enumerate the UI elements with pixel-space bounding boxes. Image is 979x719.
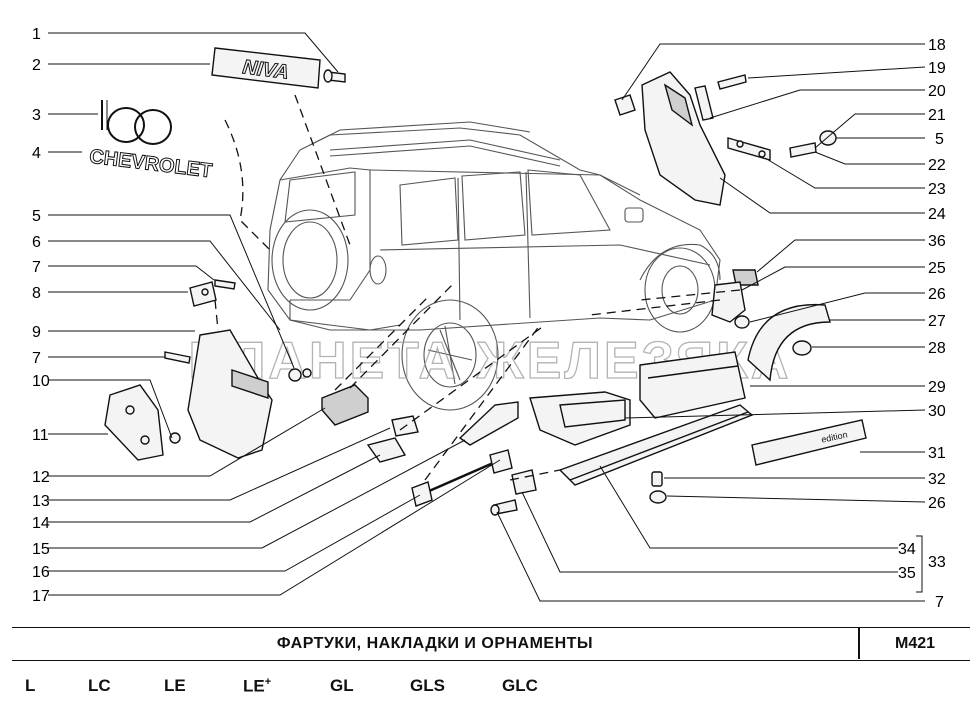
callout-18: 18	[928, 37, 946, 54]
trim-levels: L LC LE LE+ GL GLS GLC	[0, 676, 979, 706]
trim-part-36	[732, 269, 759, 286]
spacer-part	[649, 471, 667, 504]
mud-flap-rear-part	[187, 329, 312, 459]
edition-badge-part: edition	[751, 419, 867, 466]
page-title: ФАРТУКИ, НАКЛАДКИ И ОРНАМЕНТЫ	[276, 635, 594, 652]
bracket-part	[189, 281, 217, 307]
callout-1: 1	[32, 26, 41, 43]
screw-part-7b	[164, 351, 191, 364]
callout-26a: 26	[928, 286, 946, 303]
trim-le-plus-label: LE	[243, 676, 265, 696]
callout-16: 16	[32, 564, 50, 581]
title-bar: ФАРТУКИ, НАКЛАДКИ И ОРНАМЕНТЫ М421	[12, 627, 970, 661]
callout-25: 25	[928, 260, 946, 277]
leader-lines	[48, 32, 926, 602]
callout-35: 35	[898, 565, 916, 582]
clip-part	[366, 415, 419, 463]
trim-le-plus: LE+	[243, 676, 271, 697]
callout-29: 29	[928, 379, 946, 396]
callouts-right: 18 19 20 21 5 22 23 24 36 25 26 27 28 29…	[898, 37, 946, 611]
trim-plus-mark: +	[264, 676, 272, 688]
small-bracket-part-35	[511, 469, 537, 495]
callout-24: 24	[928, 206, 946, 223]
molding-part-29	[639, 351, 746, 419]
screw-part-1	[323, 69, 346, 83]
hundred-logo-part	[101, 100, 172, 145]
callout-7a: 7	[32, 259, 41, 276]
clip-part-18	[614, 94, 636, 116]
callout-12: 12	[32, 469, 50, 486]
callout-5r: 5	[935, 131, 944, 148]
trim-gl: GL	[330, 676, 354, 695]
callout-11: 11	[32, 427, 49, 444]
strap-part-20	[694, 85, 714, 121]
stud-part-22	[789, 130, 837, 158]
sill-end-part	[321, 384, 369, 426]
molding-part-30	[529, 391, 631, 446]
callout-7r: 7	[935, 594, 944, 611]
callout-5: 5	[32, 208, 41, 225]
guard-part-15	[458, 401, 519, 446]
callout-3: 3	[32, 107, 41, 124]
assembly-lines	[214, 94, 741, 481]
callout-7b: 7	[32, 350, 41, 367]
callout-13: 13	[32, 493, 50, 510]
screw-part-7a	[214, 279, 236, 290]
fastener-part-28	[792, 340, 812, 356]
callout-9: 9	[32, 324, 41, 341]
callout-28: 28	[928, 340, 946, 357]
callout-6: 6	[32, 234, 41, 251]
mounting-bracket-part	[104, 384, 181, 461]
callout-34: 34	[898, 541, 916, 558]
callouts-left: 1 2 3 4 5 6 7 8 9 7 10 11 12 13 14 15 16…	[32, 26, 50, 605]
callout-14: 14	[32, 515, 50, 532]
callout-23: 23	[928, 181, 946, 198]
trim-lc: LC	[88, 676, 111, 695]
parts-diagram: ПЛАНЕТА ЖЕЛЕЗЯКА NIVA CHEVROLET	[32, 26, 946, 611]
wheel-arch-part	[747, 303, 831, 382]
trim-gls: GLS	[410, 676, 445, 695]
callout-31: 31	[928, 445, 946, 462]
rod-part-16	[411, 449, 513, 507]
chevrolet-badge-part: CHEVROLET	[88, 146, 213, 183]
callout-4: 4	[32, 145, 41, 162]
callout-20: 20	[928, 83, 946, 100]
niva-badge-part: NIVA	[211, 47, 321, 89]
catalog-code: М421	[894, 635, 936, 652]
title-divider	[858, 628, 860, 659]
callout-2: 2	[32, 57, 41, 74]
screw-part-7c	[490, 499, 518, 516]
plate-part-23	[727, 137, 771, 161]
callout-27: 27	[928, 313, 946, 330]
vehicle-outline	[267, 121, 721, 411]
callout-32: 32	[928, 471, 946, 488]
callout-30: 30	[928, 403, 946, 420]
callout-10: 10	[32, 373, 50, 390]
callout-21: 21	[928, 107, 946, 124]
trim-glc: GLC	[502, 676, 538, 695]
mud-flap-front-part	[641, 71, 726, 206]
callout-8: 8	[32, 285, 41, 302]
callout-15: 15	[32, 541, 50, 558]
trim-le: LE	[164, 676, 186, 695]
callout-26b: 26	[928, 495, 946, 512]
washer-part-26	[734, 315, 750, 329]
callout-19: 19	[928, 60, 946, 77]
callout-33: 33	[928, 554, 946, 571]
callout-36: 36	[928, 233, 946, 250]
callout-22: 22	[928, 157, 946, 174]
callout-17: 17	[32, 588, 50, 605]
screw-part-19	[717, 74, 747, 90]
trim-l: L	[25, 676, 36, 695]
